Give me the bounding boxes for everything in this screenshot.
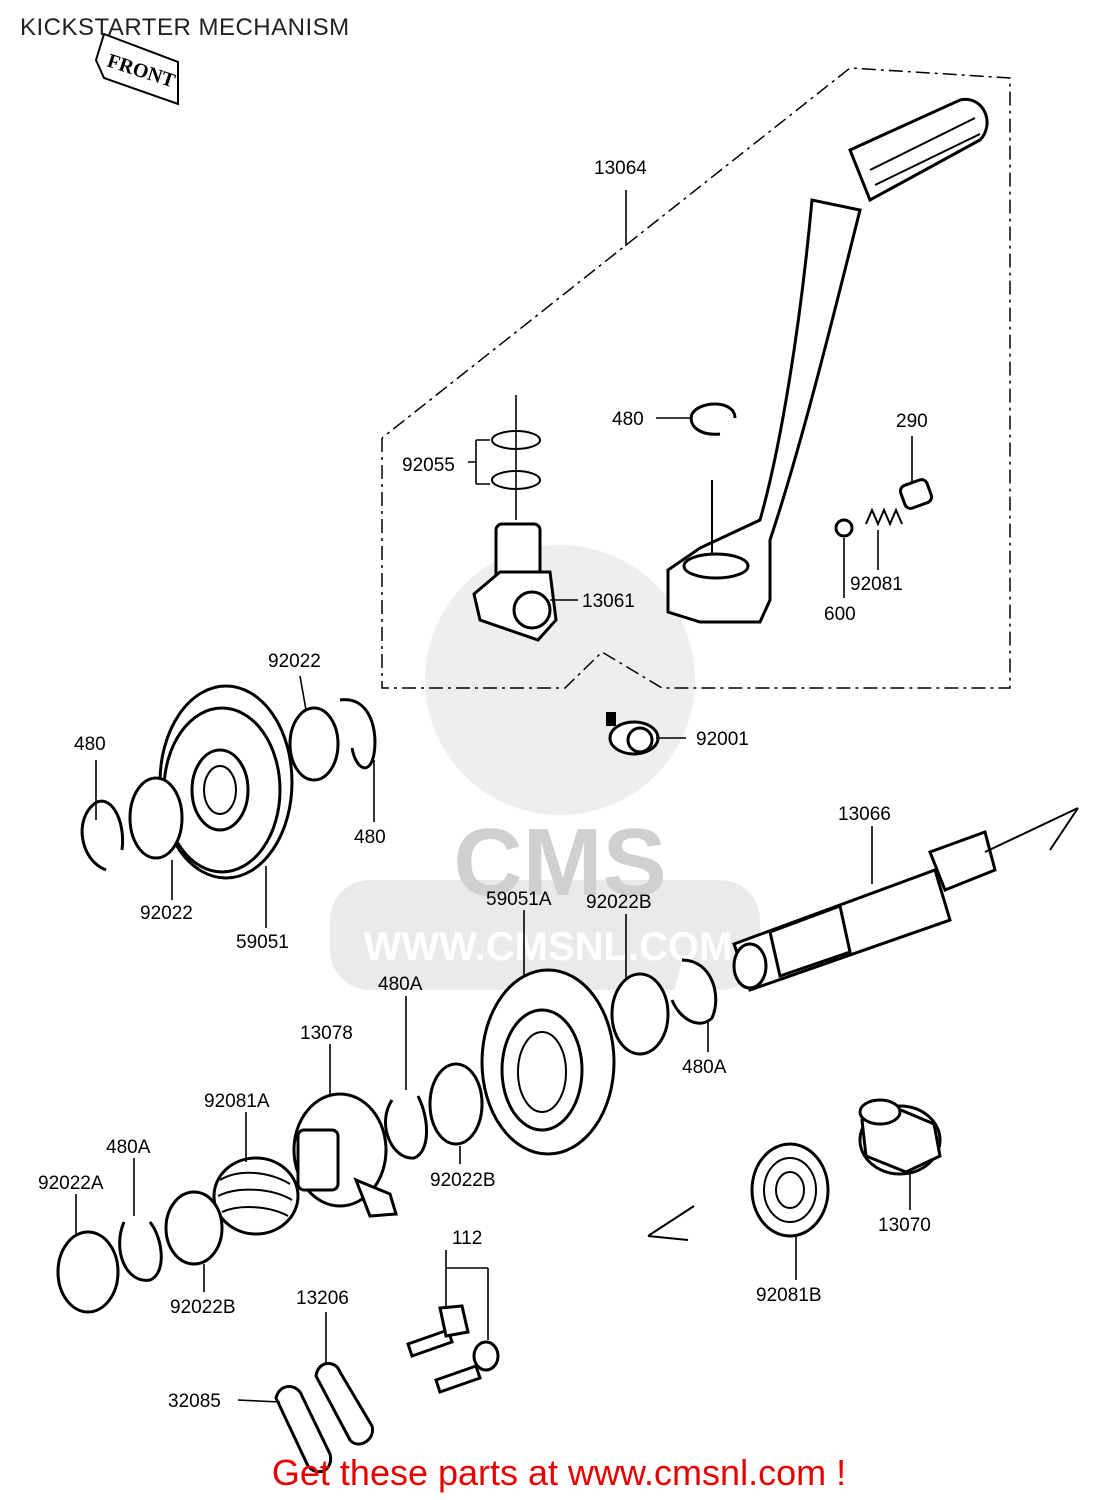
part-labels: 13064 480 290 92055 92081 600 13061 9202… bbox=[38, 158, 931, 1412]
front-label: FRONT bbox=[104, 50, 178, 93]
label-600: 600 bbox=[824, 604, 856, 625]
washer-92022B-bottom bbox=[164, 1190, 224, 1266]
watermark-url: WWW.CMSNL.COM bbox=[364, 925, 733, 969]
bolt-92001 bbox=[606, 712, 660, 756]
spring-92081A bbox=[212, 1156, 300, 1236]
label-480A-left: 480A bbox=[106, 1137, 151, 1158]
kick-lever bbox=[666, 98, 989, 624]
ratchet-13078 bbox=[292, 1092, 398, 1218]
leader-lines bbox=[75, 190, 913, 1403]
label-32085: 32085 bbox=[168, 1391, 221, 1412]
label-13061: 13061 bbox=[582, 591, 635, 612]
label-13070: 13070 bbox=[878, 1215, 931, 1236]
watermark-brand: CMS bbox=[453, 809, 666, 916]
circlip-480-mid bbox=[339, 698, 377, 770]
plate-13206 bbox=[314, 1362, 375, 1446]
label-59051: 59051 bbox=[236, 932, 289, 953]
label-92022-top: 92022 bbox=[268, 651, 321, 672]
circlip-480A-right bbox=[670, 958, 718, 1025]
washer-92022-top bbox=[288, 706, 340, 782]
shaft-13066 bbox=[732, 807, 1079, 992]
spring-92081B bbox=[647, 1142, 830, 1241]
label-480A-top: 480A bbox=[378, 974, 423, 995]
collar-13070 bbox=[858, 1098, 942, 1176]
label-112: 112 bbox=[452, 1228, 482, 1249]
bolts-112 bbox=[406, 1304, 500, 1394]
circlip-480A-left bbox=[118, 1221, 163, 1282]
label-290: 290 bbox=[896, 411, 928, 432]
label-480A-right: 480A bbox=[682, 1057, 727, 1078]
gear-59051 bbox=[158, 684, 294, 880]
circlip-480-top bbox=[689, 402, 737, 436]
label-92022-left: 92022 bbox=[140, 903, 193, 924]
circlip-480A-mid bbox=[384, 1095, 429, 1160]
lever-boss-13061 bbox=[472, 522, 558, 642]
gear-59051A bbox=[480, 968, 616, 1156]
label-92081A: 92081A bbox=[204, 1091, 270, 1112]
plug-290 bbox=[898, 478, 934, 510]
label-92001: 92001 bbox=[696, 729, 749, 750]
washer-92022-left bbox=[128, 776, 184, 860]
label-13066: 13066 bbox=[838, 804, 891, 825]
label-92022A: 92022A bbox=[38, 1173, 104, 1194]
plate-32085 bbox=[274, 1385, 333, 1474]
label-92022B-top: 92022B bbox=[586, 892, 652, 913]
label-92022B-bottom: 92022B bbox=[170, 1297, 236, 1318]
label-92022B-mid: 92022B bbox=[430, 1170, 496, 1191]
spring-92081 bbox=[865, 507, 903, 527]
label-13078: 13078 bbox=[300, 1023, 353, 1044]
label-92055: 92055 bbox=[402, 455, 455, 476]
label-480-mid: 480 bbox=[354, 827, 386, 848]
washer-92022B-top bbox=[610, 972, 670, 1056]
ball-600 bbox=[834, 518, 854, 538]
label-480-left: 480 bbox=[74, 734, 106, 755]
washer-92022A bbox=[56, 1230, 120, 1314]
footer-link-text[interactable]: Get these parts at www.cmsnl.com ! bbox=[271, 1452, 847, 1493]
label-13064: 13064 bbox=[594, 158, 647, 179]
front-arrow-icon: FRONT bbox=[94, 32, 179, 106]
page-title: KICKSTARTER MECHANISM bbox=[20, 14, 350, 41]
circlip-480-left bbox=[80, 799, 125, 872]
label-92081: 92081 bbox=[850, 574, 903, 595]
washer-92022B-mid bbox=[428, 1062, 484, 1146]
label-59051A: 59051A bbox=[486, 889, 552, 910]
lever-group-boundary bbox=[381, 67, 1011, 689]
label-92081B: 92081B bbox=[756, 1285, 822, 1306]
label-480-top: 480 bbox=[612, 409, 644, 430]
label-13206: 13206 bbox=[296, 1288, 349, 1309]
